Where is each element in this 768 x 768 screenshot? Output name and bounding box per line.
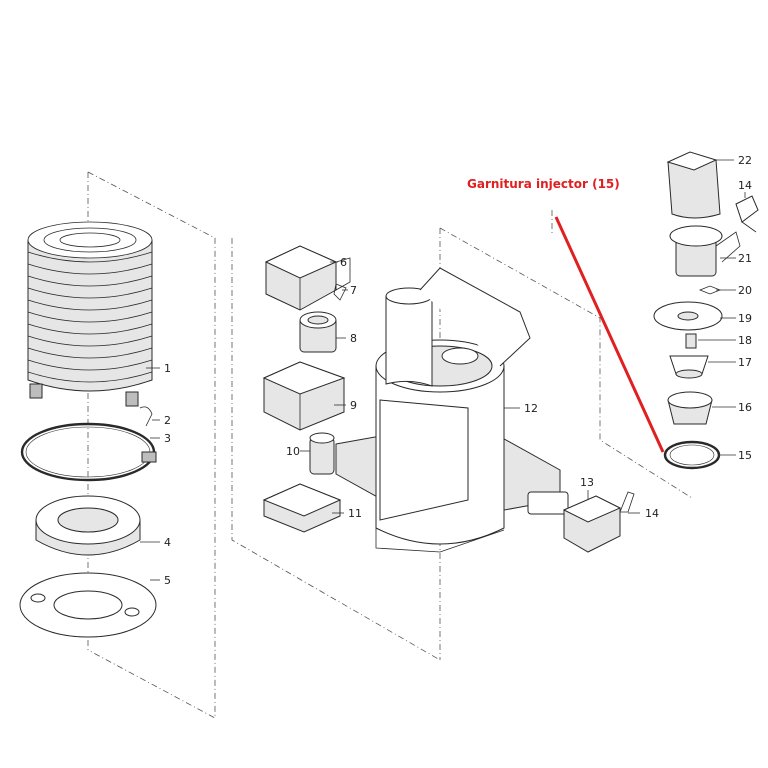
- part-8-gear: [299, 311, 337, 353]
- callout-5: 5: [164, 574, 171, 587]
- annotation-garnitura-injector: Garnitura injector (15): [467, 177, 620, 191]
- part-3-ring-clamp: [20, 422, 157, 482]
- part-14-fitting-upper: [735, 195, 759, 233]
- part-6-cover: [264, 245, 351, 311]
- part-12-boiler-body: [335, 267, 569, 553]
- callout-2: 2: [164, 414, 171, 427]
- part-11-board: [262, 483, 342, 533]
- callout-7: 7: [350, 284, 357, 297]
- callout-6: 6: [340, 256, 347, 269]
- part-7-bracket: [333, 283, 347, 301]
- part-19-plate: [653, 301, 723, 331]
- part-14-fitting-lower: [619, 491, 635, 513]
- callout-labels: 1 2 3 4 5 6 7 8 9 10 11 12 13 14 14 15 1…: [164, 154, 752, 587]
- callout-15: 15: [738, 449, 752, 462]
- callout-4: 4: [164, 536, 171, 549]
- part-21-injector-body: [669, 225, 741, 277]
- part-2-pin: [139, 406, 153, 427]
- callout-13: 13: [580, 476, 594, 489]
- part-13-valve-block: [562, 495, 622, 553]
- callout-22: 22: [738, 154, 752, 167]
- callout-17: 17: [738, 356, 752, 369]
- callout-3: 3: [164, 432, 171, 445]
- callout-18: 18: [738, 334, 752, 347]
- callout-9: 9: [350, 399, 357, 412]
- callout-14-lower: 14: [645, 507, 659, 520]
- part-5-base-plate: [19, 572, 157, 638]
- callout-8: 8: [350, 332, 357, 345]
- part-4-insulation-ring: [35, 495, 141, 556]
- part-10-motor: [309, 432, 335, 475]
- leader-lines: [140, 159, 746, 581]
- callout-21: 21: [738, 252, 752, 265]
- callout-11: 11: [348, 507, 362, 520]
- callout-19: 19: [738, 312, 752, 325]
- annotation-pointer-line: [554, 216, 665, 453]
- callout-16: 16: [738, 401, 752, 414]
- part-18-nozzle: [685, 333, 697, 349]
- part-9-housing: [262, 361, 346, 431]
- part-15-gasket[interactable]: [663, 440, 721, 470]
- part-17-funnel: [669, 355, 709, 379]
- callout-10: 10: [286, 445, 300, 458]
- part-22-cover: [666, 151, 721, 219]
- callout-14-upper: 14: [738, 179, 752, 192]
- part-16-cup: [667, 391, 713, 425]
- callout-12: 12: [524, 402, 538, 415]
- part-1-coil: [27, 221, 153, 407]
- callout-20: 20: [738, 284, 752, 297]
- callout-1: 1: [164, 362, 171, 375]
